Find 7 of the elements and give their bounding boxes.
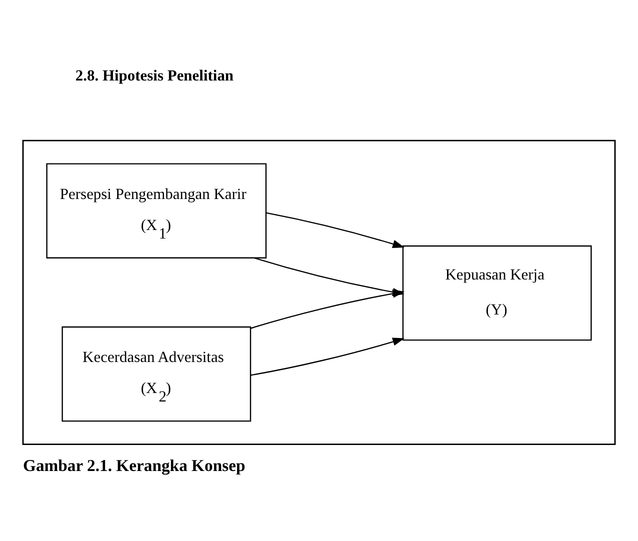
arrow (250, 289, 405, 328)
node-box: Kepuasan Kerja (Y) (402, 244, 592, 340)
arrow (250, 337, 405, 376)
cluster (22, 139, 616, 445)
arrow (266, 212, 405, 248)
caption: Gambar 2.1. Kerangka Konsep (23, 455, 246, 474)
label: 2.8. Hipotesis Penelitian (75, 66, 234, 84)
